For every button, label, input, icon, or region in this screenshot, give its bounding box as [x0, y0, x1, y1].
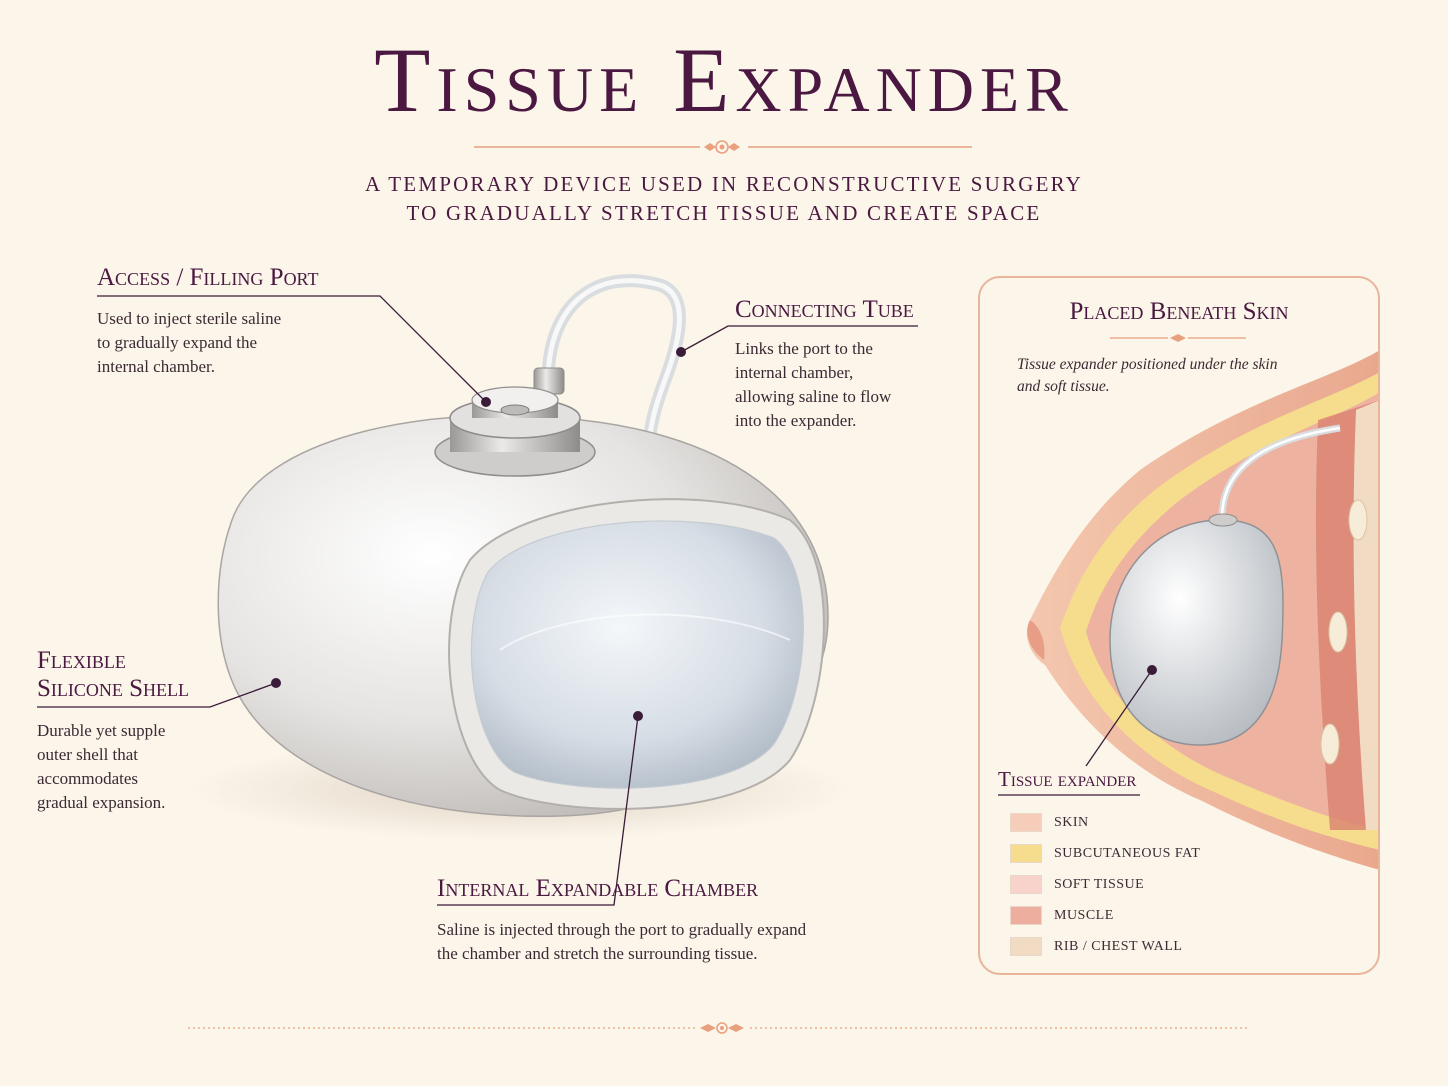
shell-desc-line: accommodates	[37, 769, 139, 788]
placement-panel	[978, 276, 1380, 975]
legend-item: SOFT TISSUE	[1010, 869, 1200, 900]
legend-label: SUBCUTANEOUS FAT	[1054, 845, 1201, 861]
footer-ornament	[188, 1022, 1250, 1034]
legend-item: SKIN	[1010, 807, 1200, 838]
tube-label: Connecting Tube	[735, 296, 914, 323]
port-desc-line: Used to inject sterile saline	[97, 309, 282, 328]
panel-title: Placed Beneath Skin	[1069, 298, 1289, 325]
legend-label: SKIN	[1054, 814, 1089, 830]
shell-desc-line: outer shell that	[37, 745, 139, 764]
legend-swatch	[1010, 906, 1042, 925]
leader-dots	[271, 347, 686, 721]
legend-label: SOFT TISSUE	[1054, 876, 1145, 892]
shell-label-line: Silicone Shell	[37, 675, 190, 702]
panel-caption-line: Tissue expander positioned under the ski…	[1017, 356, 1278, 373]
subtitle-line-1: A TEMPORARY DEVICE USED IN RECONSTRUCTIV…	[364, 172, 1084, 196]
page-subtitle: A TEMPORARY DEVICE USED IN RECONSTRUCTIV…	[0, 170, 1448, 228]
port-label: Access / Filling Port	[97, 264, 319, 291]
port-description: Used to inject sterile saline to gradual…	[97, 307, 357, 379]
legend-swatch	[1010, 937, 1042, 956]
chamber-description: Saline is injected through the port to g…	[437, 918, 857, 966]
shell-desc-line: gradual expansion.	[37, 793, 166, 812]
port-desc-line: internal chamber.	[97, 357, 216, 376]
shell-desc-line: Durable yet supple	[37, 721, 166, 740]
legend-swatch	[1010, 844, 1042, 863]
shell-label: Flexible Silicone Shell	[37, 647, 189, 703]
leader-lines	[37, 295, 918, 906]
panel-ornament	[1110, 334, 1246, 342]
legend-label: RIB / CHEST WALL	[1054, 938, 1183, 954]
tube-description: Links the port to the internal chamber, …	[735, 337, 955, 433]
panel-caption: Tissue expander positioned under the ski…	[1017, 354, 1337, 398]
chamber-desc-line: Saline is injected through the port to g…	[437, 920, 807, 939]
port-desc-line: to gradually expand the	[97, 333, 258, 352]
panel-expander-label: Tissue expander	[998, 767, 1137, 791]
chamber-desc-line: the chamber and stretch the surrounding …	[437, 944, 758, 963]
legend-item: RIB / CHEST WALL	[1010, 931, 1200, 962]
panel-leader	[998, 665, 1157, 796]
anatomy-cross-section	[1026, 350, 1380, 870]
tissue-expander-illustration	[190, 274, 850, 840]
legend-swatch	[1010, 813, 1042, 832]
legend-item: MUSCLE	[1010, 900, 1200, 931]
tube-desc-line: internal chamber,	[735, 363, 854, 382]
legend-swatch	[1010, 875, 1042, 894]
legend: SKIN SUBCUTANEOUS FAT SOFT TISSUE MUSCLE…	[1010, 807, 1200, 962]
legend-item: SUBCUTANEOUS FAT	[1010, 838, 1200, 869]
legend-label: MUSCLE	[1054, 907, 1114, 923]
tube-desc-line: Links the port to the	[735, 339, 873, 358]
page-title: Tissue Expander	[374, 29, 1074, 131]
title-ornament	[474, 140, 972, 154]
tube-desc-line: allowing saline to flow	[735, 387, 892, 406]
shell-description: Durable yet supple outer shell that acco…	[37, 719, 217, 815]
shell-label-line: Flexible	[37, 647, 126, 674]
tube-desc-line: into the expander.	[735, 411, 857, 430]
chamber-label: Internal Expandable Chamber	[437, 875, 759, 902]
panel-caption-line: and soft tissue.	[1017, 378, 1110, 395]
subtitle-line-2: TO GRADUALLY STRETCH TISSUE AND CREATE S…	[406, 201, 1042, 225]
